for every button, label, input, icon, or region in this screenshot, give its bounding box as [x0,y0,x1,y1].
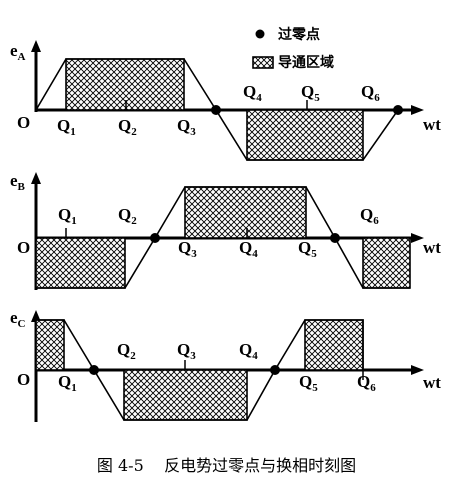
phase-b-conduction-negative [362,237,411,289]
phase-a-q2-label: Q2 [118,116,137,138]
phase-c-q6-label: Q6 [357,372,376,394]
phase-b-waveform [36,186,410,289]
figure-title: 反电势过零点与换相时刻图 [164,456,357,475]
phase-a-q3-label: Q3 [177,116,196,138]
phase-b-q4-label: Q4 [239,238,258,260]
phase-c-q1-label: Q1 [58,372,77,394]
phase-c-plot: eC O wt Q1 Q2 Q3 Q4 Q5 Q6 [10,308,441,422]
phase-a-axis-label: eA [10,41,26,63]
legend-conduction-label: 导通区域 [278,54,334,71]
phase-a-q1-label: Q1 [57,116,76,138]
phase-b-axis-label: eB [10,171,26,193]
phase-c-time-label: wt [423,373,441,392]
phase-b-time-label: wt [423,238,441,257]
phase-c-conduction-positive [35,319,65,371]
phase-b-q3-label: Q3 [178,238,197,260]
phase-c-q5-label: Q5 [299,372,318,394]
phase-a-conduction-positive [65,58,185,111]
phase-c-axis-label: eC [10,308,26,330]
phase-a-q6-label: Q6 [361,82,380,104]
phase-c-conduction-positive [304,319,364,371]
zero-crossing-dot-icon [255,29,265,39]
phase-b-x-arrow-icon [411,233,424,243]
phase-b-zero-crossing-dot [150,233,160,243]
phase-a-zero-crossing-dot [211,105,221,115]
phase-a-y-arrow-icon [31,40,41,52]
phase-c-zero-crossing-dot [89,365,99,375]
phase-b-origin-label: O [17,238,30,257]
phase-c-q4-label: Q4 [239,340,258,362]
phase-c-q2-label: Q2 [117,340,136,362]
phase-c-waveform [36,319,364,421]
legend: 过零点 导通区域 [252,26,334,71]
phase-a-conduction-negative [246,109,364,161]
phase-a-waveform [35,58,420,161]
phase-c-y-arrow-icon [31,310,41,322]
phase-b-y-arrow-icon [31,172,41,184]
phase-a-q5-label: Q5 [301,82,320,104]
phase-b-q5-label: Q5 [298,238,317,260]
phase-c-x-arrow-icon [411,365,424,375]
phase-c-origin-label: O [17,370,30,389]
phase-a-time-label: wt [423,115,441,134]
phase-c-conduction-negative [123,369,248,421]
phase-b-conduction-positive [184,186,307,239]
phase-a-plot: eA O wt Q1 Q2 Q3 Q4 Q5 Q6 [10,40,441,161]
figure-number: 图 4-5 [96,456,144,475]
legend-zero-crossing-label: 过零点 [278,26,320,43]
phase-b-conduction-negative [35,237,126,289]
phase-b-q2-label: Q2 [118,205,137,227]
phase-b-q1-label: Q1 [58,205,77,227]
phase-b-zero-crossing-dot [330,233,340,243]
phase-a-zero-crossing-dot [393,105,403,115]
phase-c-zero-crossing-dot [270,365,280,375]
phase-c-q3-label: Q3 [177,340,196,362]
phase-b-plot: eB O wt Q1 Q2 Q3 Q4 Q5 Q6 [10,171,441,290]
phase-b-q6-label: Q6 [360,205,379,227]
phase-a-origin-label: O [17,113,30,132]
conduction-swatch-icon [252,56,274,69]
phase-a-q4-label: Q4 [243,82,262,104]
figure-caption: 图 4-5 反电势过零点与换相时刻图 [0,452,453,476]
